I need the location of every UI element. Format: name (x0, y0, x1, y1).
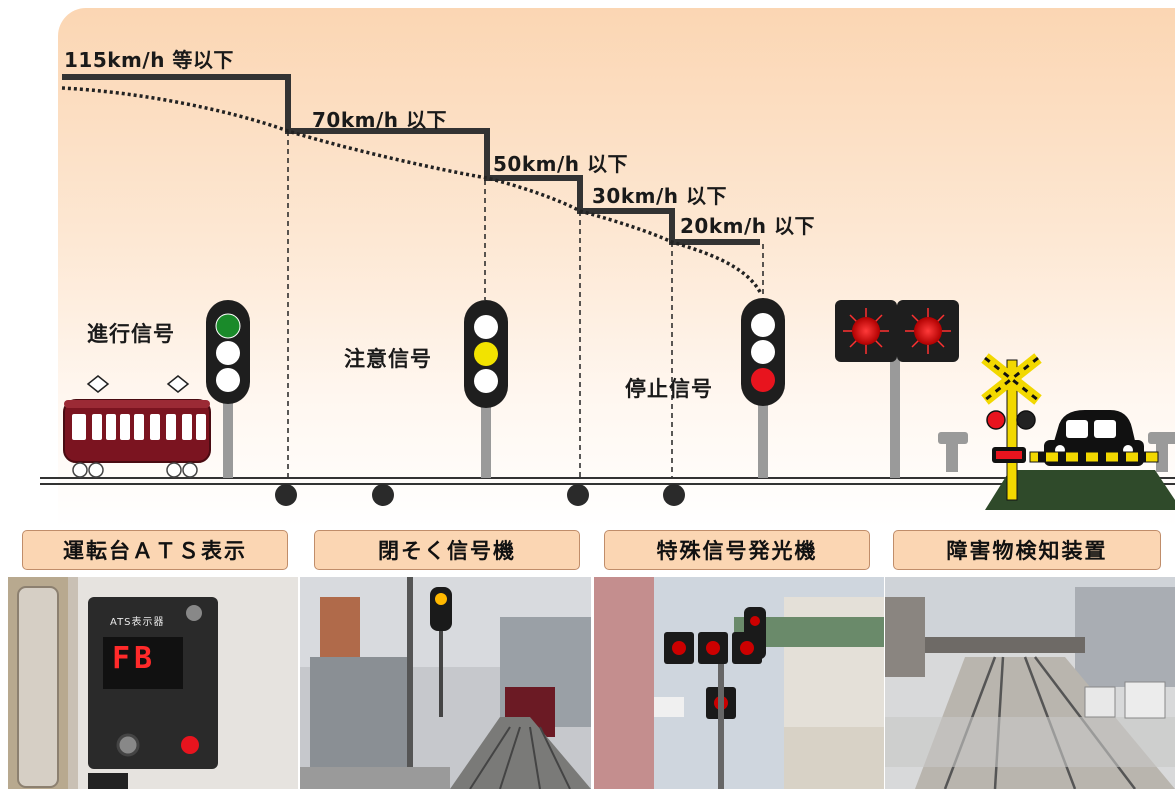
category-block-signal: 閉そく信号機 (314, 530, 580, 570)
level-crossing-icon (938, 353, 1175, 510)
category-ats-display: 運転台ＡＴＳ表示 (22, 530, 288, 570)
proceed-signal-label: 進行信号 (87, 322, 175, 346)
special-signal-emitter (835, 300, 959, 478)
transponder-guide-lines (287, 131, 764, 478)
stop-signal-label: 停止信号 (625, 377, 713, 401)
stop-signal (741, 298, 785, 478)
speed-limit-step-line (62, 74, 760, 245)
special-signal-photo (594, 577, 884, 789)
speed-label-30: 30km/h 以下 (592, 184, 727, 208)
ats-transponders (275, 484, 685, 506)
proceed-signal (206, 300, 250, 478)
block-signal-photo (300, 577, 591, 789)
category-special-signal: 特殊信号発光機 (604, 530, 870, 570)
ats-display-photo: ATS表示器 FB (8, 577, 298, 789)
ats-panel-title: ATS表示器 (110, 617, 165, 628)
speed-label-115: 115km/h 等以下 (64, 48, 234, 72)
speed-label-20: 20km/h 以下 (680, 214, 815, 238)
speed-label-50: 50km/h 以下 (493, 152, 628, 176)
speed-diagram (40, 74, 1175, 510)
ats-led-readout: FB (112, 641, 157, 676)
obstacle-detector-photo (885, 577, 1175, 789)
train-icon (63, 375, 211, 478)
caution-signal (464, 300, 508, 478)
speed-label-70: 70km/h 以下 (312, 108, 447, 132)
category-obstacle-detector: 障害物検知装置 (893, 530, 1161, 570)
diagram-panel (58, 8, 1175, 528)
caution-signal-label: 注意信号 (344, 347, 432, 371)
